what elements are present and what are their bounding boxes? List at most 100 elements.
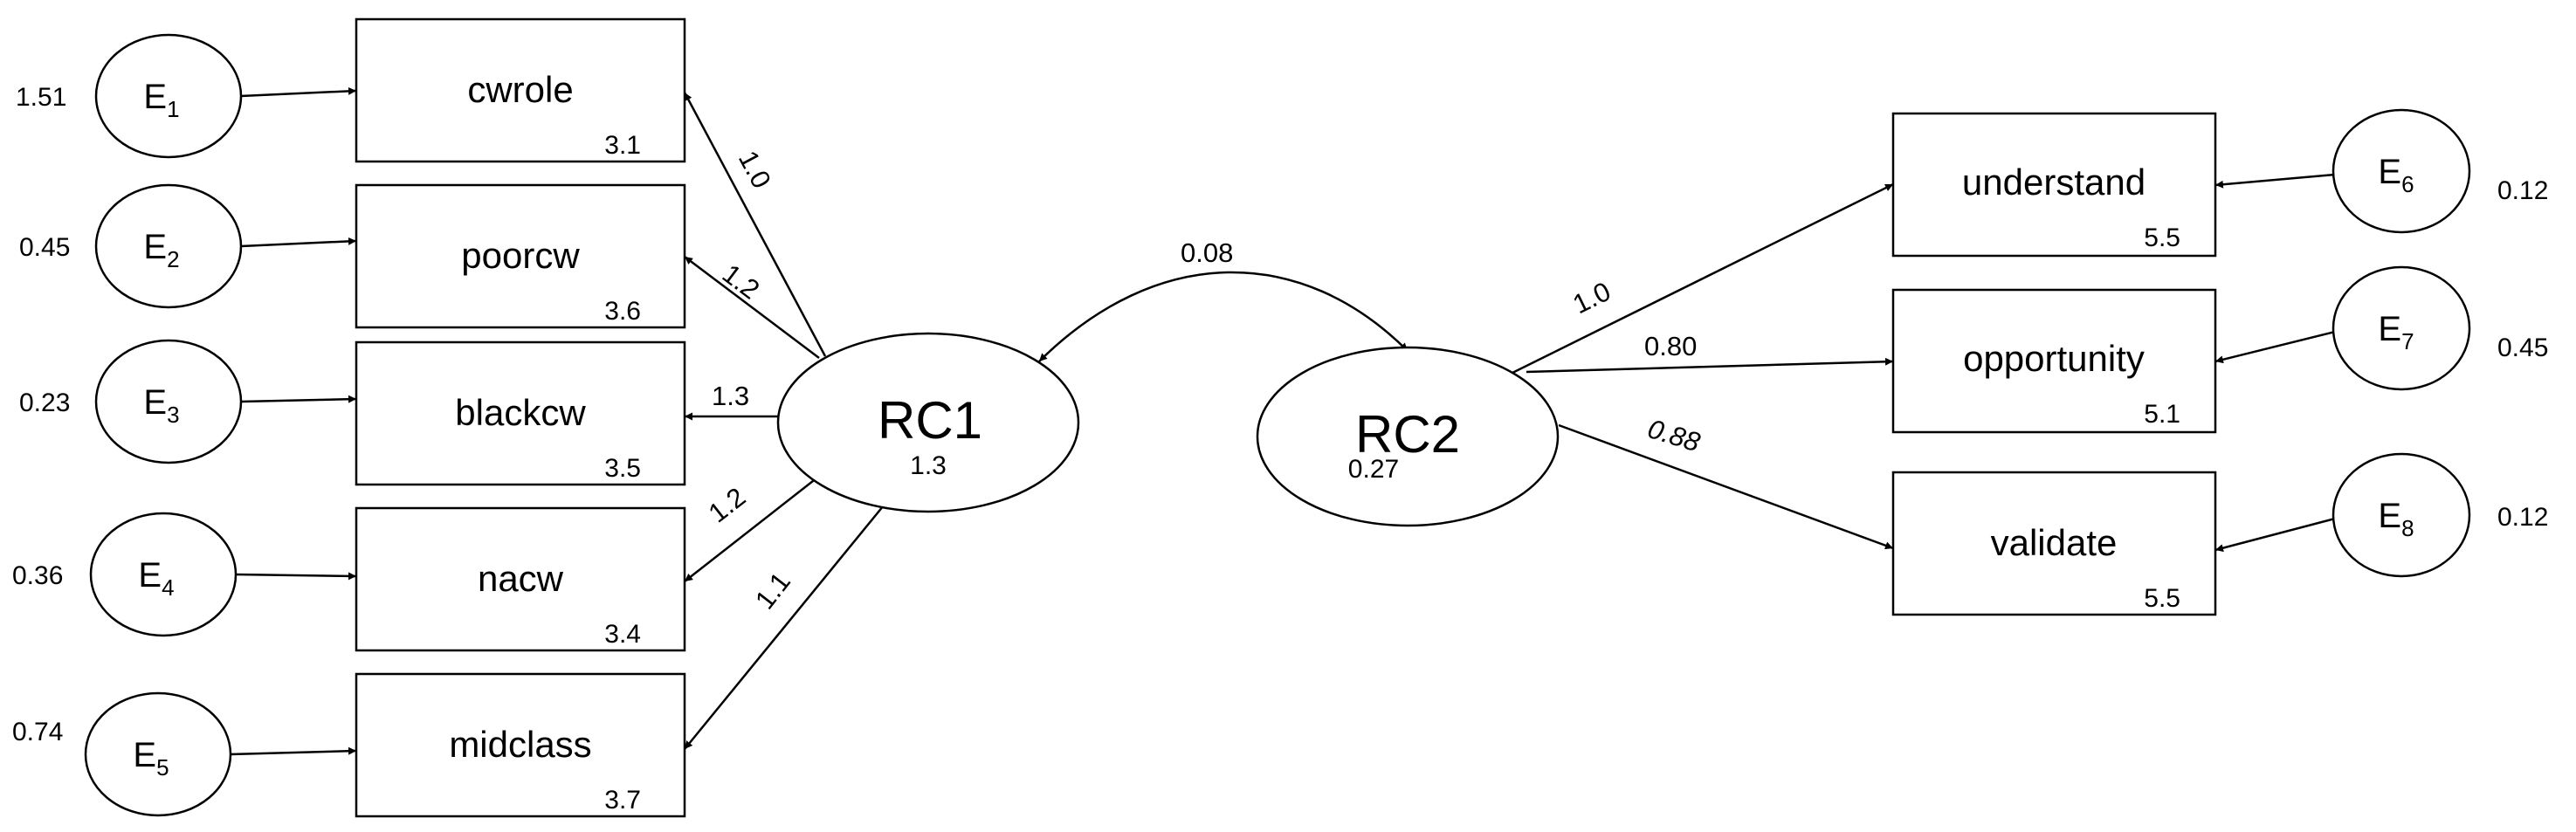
error-e4: E4 0.36 [12, 512, 238, 637]
loading-label-blackcw: 1.3 [712, 381, 749, 411]
error-variance: 0.74 [12, 718, 63, 746]
loading-label-opportunity: 0.80 [1644, 331, 1697, 361]
indicator-blackcw: blackcw 3.5 [355, 340, 686, 486]
loading-label-understand: 1.0 [1568, 276, 1615, 320]
error-ellipse [94, 183, 243, 309]
loading-label-midclass: 1.1 [749, 567, 796, 615]
indicator-box [1891, 288, 2217, 434]
indicator-poorcw: poorcw 3.6 [355, 183, 686, 329]
indicator-intercept: 3.7 [604, 786, 641, 815]
error-arrows-right [2214, 173, 2336, 553]
error-label: E5 [133, 736, 169, 780]
arrow-e2-poorcw [240, 237, 357, 248]
error-variance: 1.51 [16, 83, 66, 112]
error-e8: E8 0.12 [2331, 452, 2548, 578]
error-e1: E1 1.51 [16, 33, 243, 159]
error-ellipse [94, 33, 243, 159]
error-label: E6 [2378, 153, 2414, 197]
error-variance: 0.36 [12, 561, 63, 590]
error-ellipse [2331, 452, 2471, 578]
loading-label-poorcw: 1.2 [717, 258, 765, 306]
indicator-box [355, 340, 686, 486]
indicator-intercept: 3.5 [604, 454, 641, 483]
indicator-opportunity: opportunity 5.1 [1891, 288, 2217, 434]
indicator-label: understand [1962, 162, 2146, 203]
indicator-intercept: 3.4 [604, 620, 641, 649]
error-ellipse [2331, 108, 2471, 234]
error-e5: E5 0.74 [12, 691, 232, 817]
covariance-arrow-rc1-rc2 [1038, 271, 1409, 362]
indicator-box [355, 183, 686, 329]
error-ellipse [89, 512, 238, 637]
error-variance: 0.12 [2497, 503, 2548, 532]
latent-rc2: RC2 0.27 [1256, 346, 1560, 527]
loading-arrows-rc1 [683, 92, 896, 750]
error-variance: 0.12 [2497, 176, 2548, 205]
latent-label: RC1 [878, 391, 982, 450]
latent-variance: 0.27 [1348, 455, 1399, 484]
error-ellipse [94, 339, 243, 464]
indicator-nacw: nacw 3.4 [355, 506, 686, 652]
arrow-e7-opportunity [2214, 330, 2336, 364]
arrow-e3-blackcw [240, 395, 357, 403]
indicator-box [1891, 471, 2217, 616]
loading-label-validate: 0.88 [1644, 413, 1705, 457]
latent-rc1: RC1 1.3 [776, 332, 1080, 513]
indicator-label: midclass [449, 724, 591, 765]
latent-label: RC2 [1355, 405, 1460, 464]
error-e2: E2 0.45 [19, 183, 243, 309]
indicator-box [355, 506, 686, 652]
error-e7: E7 0.45 [2331, 265, 2548, 391]
loading-arrows-rc2 [1510, 182, 1894, 550]
indicator-label: blackcw [455, 392, 586, 433]
latent-ellipse [1256, 346, 1560, 527]
indicator-intercept: 3.1 [604, 131, 641, 160]
error-label: E3 [143, 383, 179, 428]
loading-label-nacw: 1.2 [703, 481, 752, 528]
arrow-e1-cwrole [240, 86, 357, 98]
indicator-validate: validate 5.5 [1891, 471, 2217, 616]
error-label: E8 [2378, 497, 2414, 541]
indicator-intercept: 5.1 [2144, 400, 2180, 429]
error-variance: 0.45 [19, 233, 70, 262]
arrow-e4-nacw [235, 572, 357, 581]
error-label: E4 [138, 556, 174, 601]
latent-ellipse [776, 332, 1080, 513]
indicator-understand: understand 5.5 [1891, 112, 2217, 258]
indicator-label: cwrole [467, 69, 573, 110]
error-label: E2 [143, 228, 179, 272]
indicator-intercept: 5.5 [2144, 223, 2180, 252]
arrow-e8-validate [2214, 517, 2336, 553]
loading-label-cwrole: 1.0 [733, 146, 777, 193]
indicator-intercept: 3.6 [604, 297, 641, 326]
error-ellipse [84, 691, 232, 817]
error-arrows-left [230, 86, 357, 756]
arrow-e6-understand [2214, 173, 2336, 189]
error-variance: 0.45 [2497, 333, 2548, 362]
error-ellipse [2331, 265, 2471, 391]
arrow-rc2-understand [1510, 182, 1894, 375]
indicator-label: poorcw [461, 235, 580, 276]
indicator-box [355, 17, 686, 163]
arrow-rc2-validate [1558, 423, 1894, 550]
error-label: E7 [2378, 310, 2414, 354]
indicator-intercept: 5.5 [2144, 584, 2180, 613]
arrow-rc1-nacw [684, 471, 826, 582]
indicator-label: opportunity [1963, 338, 2145, 379]
error-e6: E6 0.12 [2331, 108, 2548, 234]
indicator-cwrole: cwrole 3.1 [355, 17, 686, 163]
indicator-label: nacw [478, 558, 564, 599]
indicator-label: validate [1991, 522, 2118, 563]
error-variance: 0.23 [19, 388, 70, 417]
covariance-label: 0.08 [1181, 237, 1233, 268]
indicator-midclass: midclass 3.7 [355, 672, 686, 818]
indicator-box [355, 672, 686, 818]
arrow-rc2-opportunity [1526, 357, 1894, 374]
error-e3: E3 0.23 [19, 339, 243, 464]
arrow-rc1-poorcw [684, 256, 820, 359]
arrow-rc1-cwrole [683, 92, 827, 357]
indicator-box [1891, 112, 2217, 258]
arrow-rc1-midclass [684, 491, 896, 750]
error-label: E1 [143, 78, 179, 122]
